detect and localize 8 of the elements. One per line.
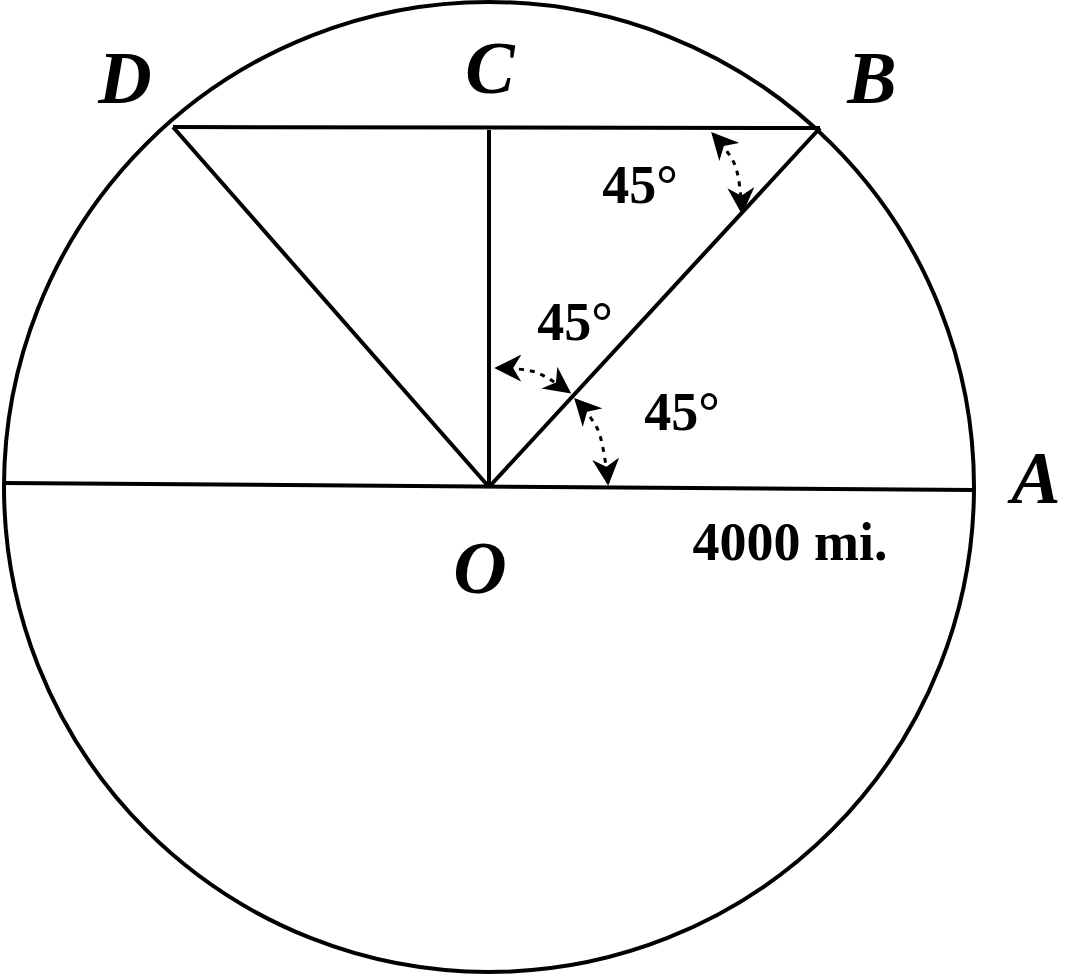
point-letter: C [465, 31, 515, 105]
angle-label: 45° [602, 158, 678, 212]
point-letter: D [98, 41, 152, 115]
distance-label: 4000 mi. [692, 515, 888, 569]
point-letter: O [453, 531, 507, 605]
angle-label: 45° [644, 385, 720, 439]
point-letter: B [847, 41, 897, 115]
angle-label: 45° [537, 295, 613, 349]
